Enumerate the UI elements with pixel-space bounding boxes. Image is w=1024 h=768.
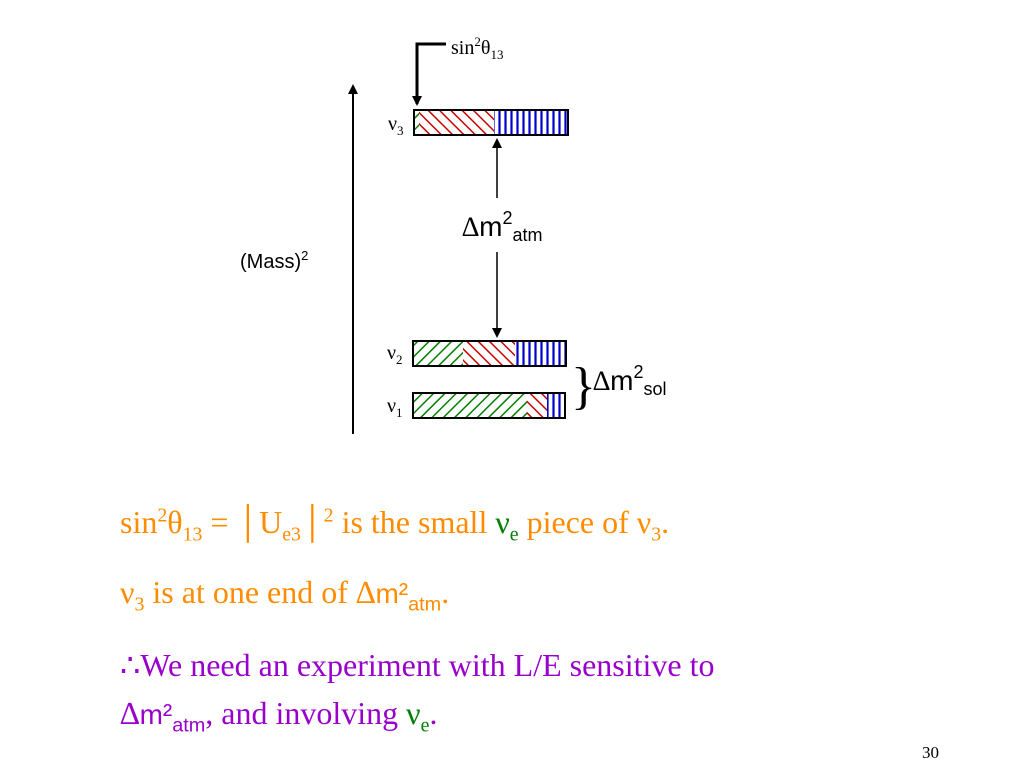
nu1-bar xyxy=(412,392,566,419)
statement-experiment-cont: ∆m²atm, and involving νe. xyxy=(120,695,438,737)
nu1-segment-mu xyxy=(527,393,547,418)
nu1-label: ν1 xyxy=(387,395,403,420)
nu1-segment-e xyxy=(413,393,527,418)
nu2-label: ν2 xyxy=(387,342,403,367)
sin2theta13-pointer xyxy=(412,42,446,106)
nu2-bar xyxy=(412,340,567,367)
delta-m2-atm-label: ∆m2atm xyxy=(462,208,543,245)
sin2theta13-label: sin2θ13 xyxy=(451,34,503,62)
nu3-segment-tau xyxy=(494,110,568,135)
mass-axis-label: (Mass)2 xyxy=(240,248,308,273)
nu2-segment-mu xyxy=(463,341,515,366)
nu3-segment-mu xyxy=(419,110,494,135)
nu3-segment-e xyxy=(414,110,419,135)
nu3-bar xyxy=(413,109,569,136)
nu2-segment-tau xyxy=(515,341,566,366)
statement-nu3-end: ν3 is at one end of ∆m²atm. xyxy=(120,574,450,616)
nu3-label: ν3 xyxy=(388,113,404,138)
statement-sin2theta13: sin2θ13 = │Ue3│2 is the small νe piece o… xyxy=(120,504,670,546)
nu2-segment-e xyxy=(413,341,463,366)
delta-m2-sol-label: ∆m2sol xyxy=(593,362,667,399)
statement-experiment: ∴We need an experiment with L/E sensitiv… xyxy=(120,647,715,683)
nu1-segment-tau xyxy=(547,393,565,418)
page-number: 30 xyxy=(922,743,939,762)
sol-brace: } xyxy=(571,358,596,415)
mass-hierarchy-diagram: (Mass)2 sin2θ13 ν3 ∆m2atm ν2 ν1 } ∆m2sol xyxy=(240,34,667,434)
